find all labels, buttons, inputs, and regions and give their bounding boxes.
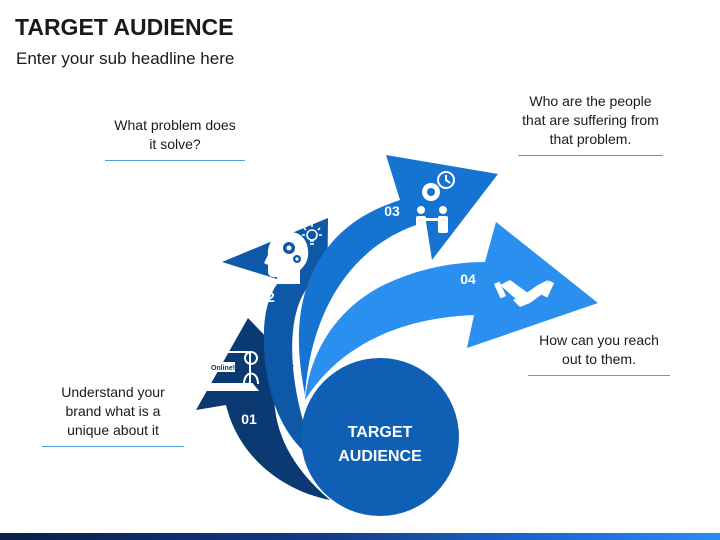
team-gear-clock-icon <box>416 171 455 233</box>
note-line: What problem does <box>114 117 236 133</box>
center-label-line1: TARGET <box>348 424 413 441</box>
note-line: Understand your <box>61 384 165 400</box>
note-line: brand what is a <box>65 403 161 419</box>
note-divider <box>42 446 184 447</box>
lightbulb-icon <box>302 224 322 245</box>
step-number-03: 03 <box>384 203 400 219</box>
laptop-online-icon <box>196 351 260 391</box>
note-line: How can you reach <box>539 332 659 348</box>
note-understand-brand: Understand your brand what is a unique a… <box>42 383 184 447</box>
arrow-03 <box>298 155 498 395</box>
note-line: that are suffering from <box>522 112 659 128</box>
note-divider <box>105 160 245 161</box>
note-line: out to them. <box>562 351 636 367</box>
step-number-02: 02 <box>259 289 275 305</box>
footer-bar <box>0 533 720 540</box>
arrow-04 <box>305 222 598 400</box>
handshake-icon <box>493 280 555 307</box>
note-what-problem: What problem does it solve? <box>105 116 245 161</box>
center-circle <box>301 358 459 516</box>
note-divider <box>528 375 670 376</box>
arrow-02 <box>222 218 328 462</box>
note-line: Who are the people <box>529 93 652 109</box>
note-how-reach: How can you reach out to them. <box>528 331 670 376</box>
note-divider <box>518 155 663 156</box>
note-who-people: Who are the people that are suffering fr… <box>518 92 663 156</box>
step-number-04: 04 <box>460 271 476 287</box>
note-line: it solve? <box>149 136 201 152</box>
step-number-01: 01 <box>241 411 257 427</box>
note-line: unique about it <box>67 422 159 438</box>
page-title: TARGET AUDIENCE <box>15 14 234 40</box>
note-line: that problem. <box>549 131 632 147</box>
center-label-line2: AUDIENCE <box>338 448 422 465</box>
laptop-online-label: Online! <box>211 365 235 372</box>
head-gears-icon <box>264 232 309 284</box>
page-subtitle: Enter your sub headline here <box>16 49 235 68</box>
